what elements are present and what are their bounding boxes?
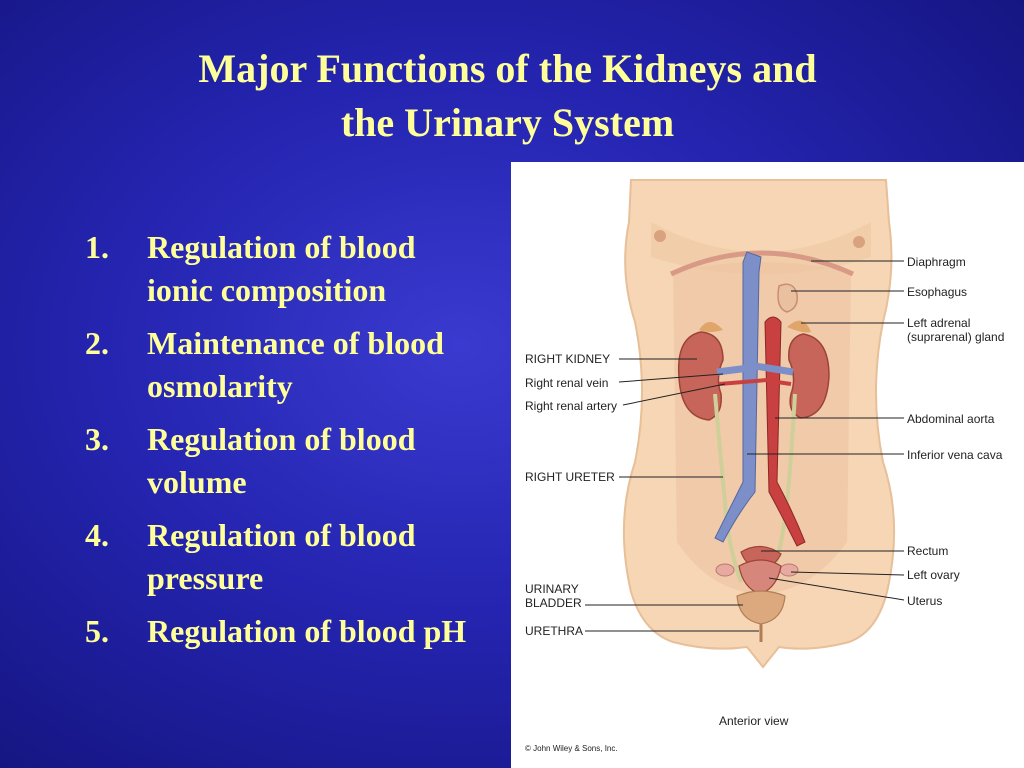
copyright-notice: © John Wiley & Sons, Inc. (525, 744, 618, 753)
inferior-vena-cava (714, 251, 762, 543)
list-number: 4. (85, 517, 109, 553)
label-right-ureter: RIGHT URETER (525, 470, 615, 484)
list-text: Regulation of blood volume (147, 421, 416, 500)
list-text: Regulation of blood pH (147, 613, 467, 649)
list-item: 1. Regulation of blood ionic composition (85, 226, 505, 312)
nipple-left (853, 236, 865, 248)
diaphragm (669, 250, 855, 277)
left-adrenal-gland (787, 320, 811, 333)
left-ovary (779, 563, 799, 577)
slide-title: Major Functions of the Kidneys and the U… (0, 42, 1015, 150)
right-renal-vein (716, 364, 750, 376)
anatomy-drawing (585, 179, 905, 669)
right-adrenal-gland (699, 322, 723, 332)
list-number: 5. (85, 613, 109, 649)
label-diaphragm: Diaphragm (907, 255, 966, 269)
label-rectum: Rectum (907, 544, 949, 558)
list-item: 2. Maintenance of blood osmolarity (85, 322, 505, 408)
label-uterus: Uterus (907, 594, 943, 608)
list-item: 5. Regulation of blood pH (85, 610, 505, 653)
title-line-1: Major Functions of the Kidneys and (198, 46, 817, 91)
esophagus (777, 283, 799, 313)
list-number: 1. (85, 229, 109, 265)
functions-list: 1. Regulation of blood ionic composition… (85, 226, 505, 663)
figure-caption: Anterior view (719, 714, 789, 728)
left-renal-vein (754, 362, 794, 376)
list-item: 4. Regulation of blood pressure (85, 514, 505, 600)
label-left-ovary: Left ovary (907, 568, 960, 582)
list-text: Regulation of blood pressure (147, 517, 416, 596)
list-text: Maintenance of blood osmolarity (147, 325, 444, 404)
label-urinary-bladder: URINARY BLADDER (525, 582, 582, 610)
list-number: 2. (85, 325, 109, 361)
list-item: 3. Regulation of blood volume (85, 418, 505, 504)
right-ureter (713, 393, 743, 583)
left-kidney (788, 333, 830, 419)
leader-lines (585, 260, 905, 632)
left-renal-artery (776, 380, 792, 386)
label-urethra: URETHRA (525, 624, 584, 638)
label-inferior-vena-cava: Inferior vena cava (907, 448, 1003, 462)
uterus (738, 559, 782, 595)
label-right-renal-artery: Right renal artery (525, 399, 618, 413)
list-text: Regulation of blood ionic composition (147, 229, 416, 308)
urinary-bladder (736, 590, 786, 625)
label-abdominal-aorta: Abdominal aorta (907, 412, 995, 426)
title-line-2: the Urinary System (340, 100, 675, 145)
label-right-kidney: RIGHT KIDNEY (525, 352, 611, 366)
label-left-adrenal-gland: Left adrenal (suprarenal) gland (907, 316, 1005, 344)
label-right-renal-vein: Right renal vein (525, 376, 609, 390)
label-esophagus: Esophagus (907, 285, 968, 299)
abdominal-aorta (764, 316, 806, 547)
nipple-right (654, 230, 666, 242)
right-renal-artery (718, 378, 768, 386)
list-number: 3. (85, 421, 109, 457)
urinary-system-illustration: Diaphragm Esophagus Left adrenal (suprar… (511, 162, 1024, 768)
right-ovary (715, 563, 735, 577)
abdominal-cavity (673, 262, 851, 594)
